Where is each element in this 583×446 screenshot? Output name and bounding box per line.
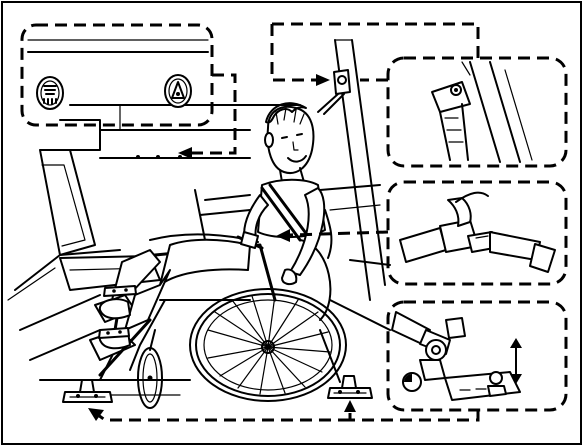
- floor-anchor-icon: [37, 77, 63, 109]
- shoulder-anchor-icon: [165, 75, 191, 107]
- rear-left-anchor: [104, 286, 136, 296]
- rear-left-anchor-2: [99, 328, 129, 338]
